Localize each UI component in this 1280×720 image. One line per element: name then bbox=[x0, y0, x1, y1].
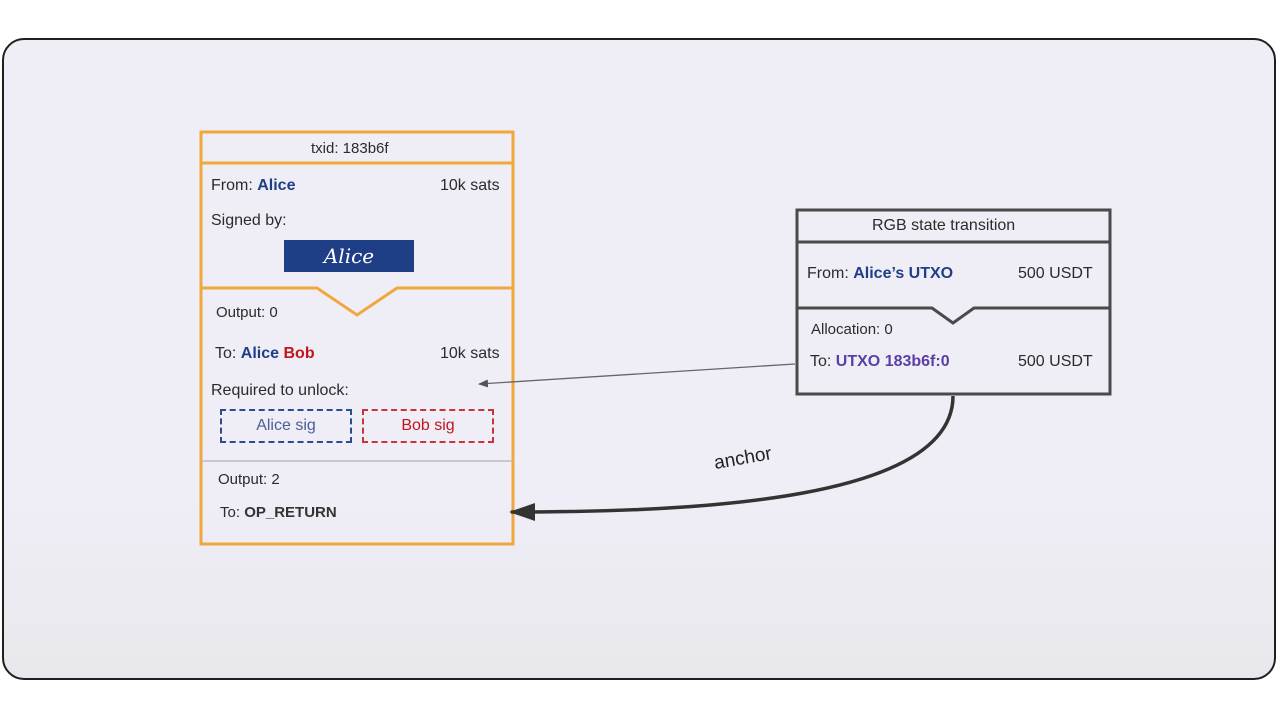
tx-to: To: Alice Bob bbox=[215, 346, 315, 362]
rgb-title: RGB state transition bbox=[872, 217, 1016, 234]
rgb-to-label: To: bbox=[810, 353, 836, 370]
rgb-to: To: UTXO 183b6f:0 bbox=[810, 354, 950, 370]
tx-from-amount: 10k sats bbox=[440, 177, 500, 194]
tx-to2-value: OP_RETURN bbox=[244, 504, 337, 521]
tx-to2-label: To: bbox=[220, 504, 245, 521]
anchor-arrow bbox=[509, 395, 955, 521]
rgb-to-amount: 500 USDT bbox=[1018, 353, 1093, 370]
rgb-to-value: UTXO 183b6f:0 bbox=[835, 353, 950, 370]
tx-required: Required to unlock: bbox=[211, 382, 349, 399]
alice-sig-box: Alice sig bbox=[220, 409, 352, 443]
slide-frame bbox=[2, 38, 1276, 680]
tx-box bbox=[199, 130, 515, 546]
tx-to2: To: OP_RETURN bbox=[220, 505, 337, 520]
tx-signed-by: Signed by: bbox=[211, 212, 287, 229]
allocation-arrow bbox=[478, 363, 796, 388]
rgb-from-value: Alice’s UTXO bbox=[853, 265, 954, 282]
tx-to-new: Bob bbox=[283, 345, 315, 362]
tx-to-old: Alice bbox=[240, 345, 280, 362]
tx-from-name: Alice bbox=[257, 177, 296, 194]
rgb-from: From: Alice’s UTXO bbox=[807, 266, 953, 282]
tx-output2-label: Output: 2 bbox=[218, 471, 280, 488]
tx-output0-label: Output: 0 bbox=[216, 304, 278, 321]
tx-from-label: From: bbox=[211, 177, 258, 194]
rgb-box bbox=[795, 208, 1112, 396]
rgb-allocation: Allocation: 0 bbox=[811, 321, 893, 338]
tx-to-amount: 10k sats bbox=[440, 345, 500, 362]
tx-from: From: Alice bbox=[211, 178, 295, 194]
rgb-from-label: From: bbox=[807, 265, 854, 282]
tx-to-label: To: bbox=[215, 345, 241, 362]
bob-sig-box: Bob sig bbox=[362, 409, 494, 443]
tx-title: txid: 183b6f bbox=[311, 140, 389, 157]
alice-signature: Alice bbox=[284, 240, 414, 272]
rgb-from-amount: 500 USDT bbox=[1018, 265, 1093, 282]
